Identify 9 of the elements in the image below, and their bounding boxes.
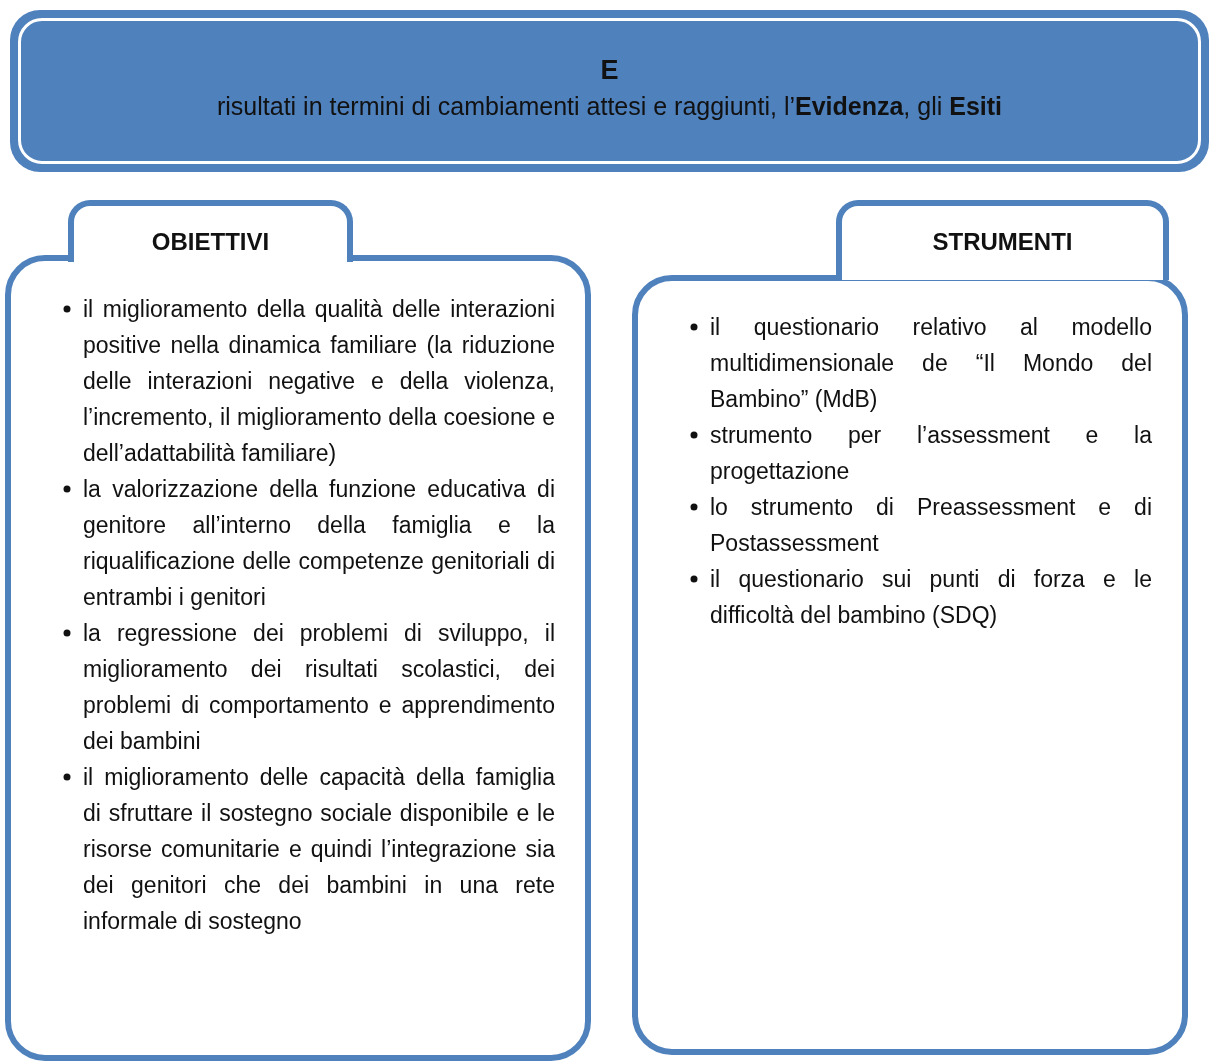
- panel-heading: STRUMENTI: [932, 228, 1073, 256]
- bullet-text: il miglioramento delle capacità della famiglia di sfruttare il sostegno sociale disponibile e le risorse comunitarie e quindi l’integrazione sia dei genitori che dei bambini in una rete informale di sostegno: [83, 763, 555, 936]
- bullet-text: il miglioramento della qualità delle interazioni positive nella dinamica familiare (la riduzione delle interazioni negative e della violenza, l’incremento, il miglioramento della coesione e dell’adattabilità familiare): [83, 295, 555, 468]
- heading-banner: [10, 10, 1209, 172]
- panel-heading: OBIETTIVI: [151, 228, 270, 256]
- bullet-text: il questionario relativo al modello multidimensionale de “Il Mondo del Bambino” (MdB): [710, 313, 1152, 414]
- bullet-text: il questionario sui punti di forza e le difficoltà del bambino (SDQ): [710, 565, 1152, 630]
- banner-letter: E: [600, 55, 619, 86]
- banner-text: risultati in termini di cambiamenti attesi e raggiunti, l’Evidenza, gli Esiti: [216, 92, 1002, 121]
